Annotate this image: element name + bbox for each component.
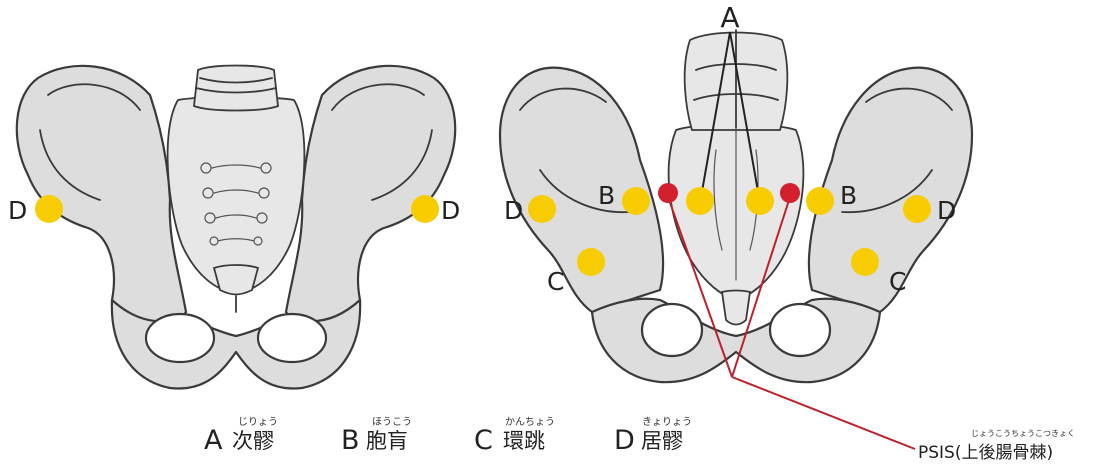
label-b-back-right: B — [840, 181, 857, 210]
legend-name-a: 次髎 — [232, 429, 274, 453]
point-c-back-left — [577, 248, 605, 276]
legend-letter-a: A — [204, 425, 223, 456]
legend-letter-b: B — [341, 425, 360, 456]
legend-name-b: 胞肓 — [366, 429, 408, 453]
right-obturator-foramen — [258, 314, 326, 362]
legend-name-c: 環跳 — [503, 429, 545, 453]
legend: じりょう A 次髎 ほうこう B 胞肓 かんちょう C 環跳 きょりょう D 居… — [204, 416, 692, 456]
label-d-back-left: D — [504, 196, 523, 225]
back-right-obturator-foramen — [770, 304, 830, 356]
legend-item-d: きょりょう D 居髎 — [614, 416, 692, 456]
point-psis-right — [780, 183, 800, 203]
psis-label-group: じょうこうちょうこつきょく PSIS(上後腸骨棘) — [918, 429, 1075, 463]
psis-reading: じょうこうちょうこつきょく — [971, 429, 1075, 438]
label-d-front-right: D — [441, 196, 460, 225]
coccyx-front — [214, 265, 258, 295]
point-a-back-right — [746, 187, 774, 215]
point-d-front-left — [35, 195, 63, 223]
legend-reading-a: じりょう — [238, 416, 278, 428]
legend-item-b: ほうこう B 胞肓 — [341, 416, 412, 456]
label-c-back-left: C — [547, 267, 564, 296]
point-d-back-right — [903, 195, 931, 223]
point-d-front-right — [411, 195, 439, 223]
label-b-back-left: B — [598, 181, 615, 210]
point-b-back-left — [622, 187, 650, 215]
legend-reading-d: きょりょう — [642, 416, 692, 428]
label-d-front-left: D — [8, 196, 27, 225]
psis-label: PSIS(上後腸骨棘) — [918, 443, 1053, 463]
label-d-back-right: D — [937, 196, 956, 225]
legend-name-d: 居髎 — [641, 429, 683, 453]
point-c-back-right — [851, 248, 879, 276]
label-c-back-right: C — [889, 267, 906, 296]
point-d-back-left — [528, 195, 556, 223]
lumbar-vertebra-front — [194, 66, 278, 111]
legend-letter-c: C — [474, 425, 493, 456]
legend-reading-b: ほうこう — [372, 416, 412, 428]
legend-item-c: かんちょう C 環跳 — [474, 416, 555, 456]
left-obturator-foramen — [146, 314, 214, 362]
point-b-back-right — [806, 187, 834, 215]
legend-item-a: じりょう A 次髎 — [204, 416, 278, 456]
legend-letter-d: D — [614, 425, 635, 456]
pelvis-front-view — [17, 66, 455, 389]
legend-reading-c: かんちょう — [505, 416, 555, 428]
back-left-obturator-foramen — [642, 304, 702, 356]
coccyx-back — [722, 291, 750, 325]
pelvis-back-view — [500, 30, 972, 382]
point-a-back-left — [686, 187, 714, 215]
label-a-top: A — [720, 1, 739, 34]
point-psis-left — [658, 183, 678, 203]
